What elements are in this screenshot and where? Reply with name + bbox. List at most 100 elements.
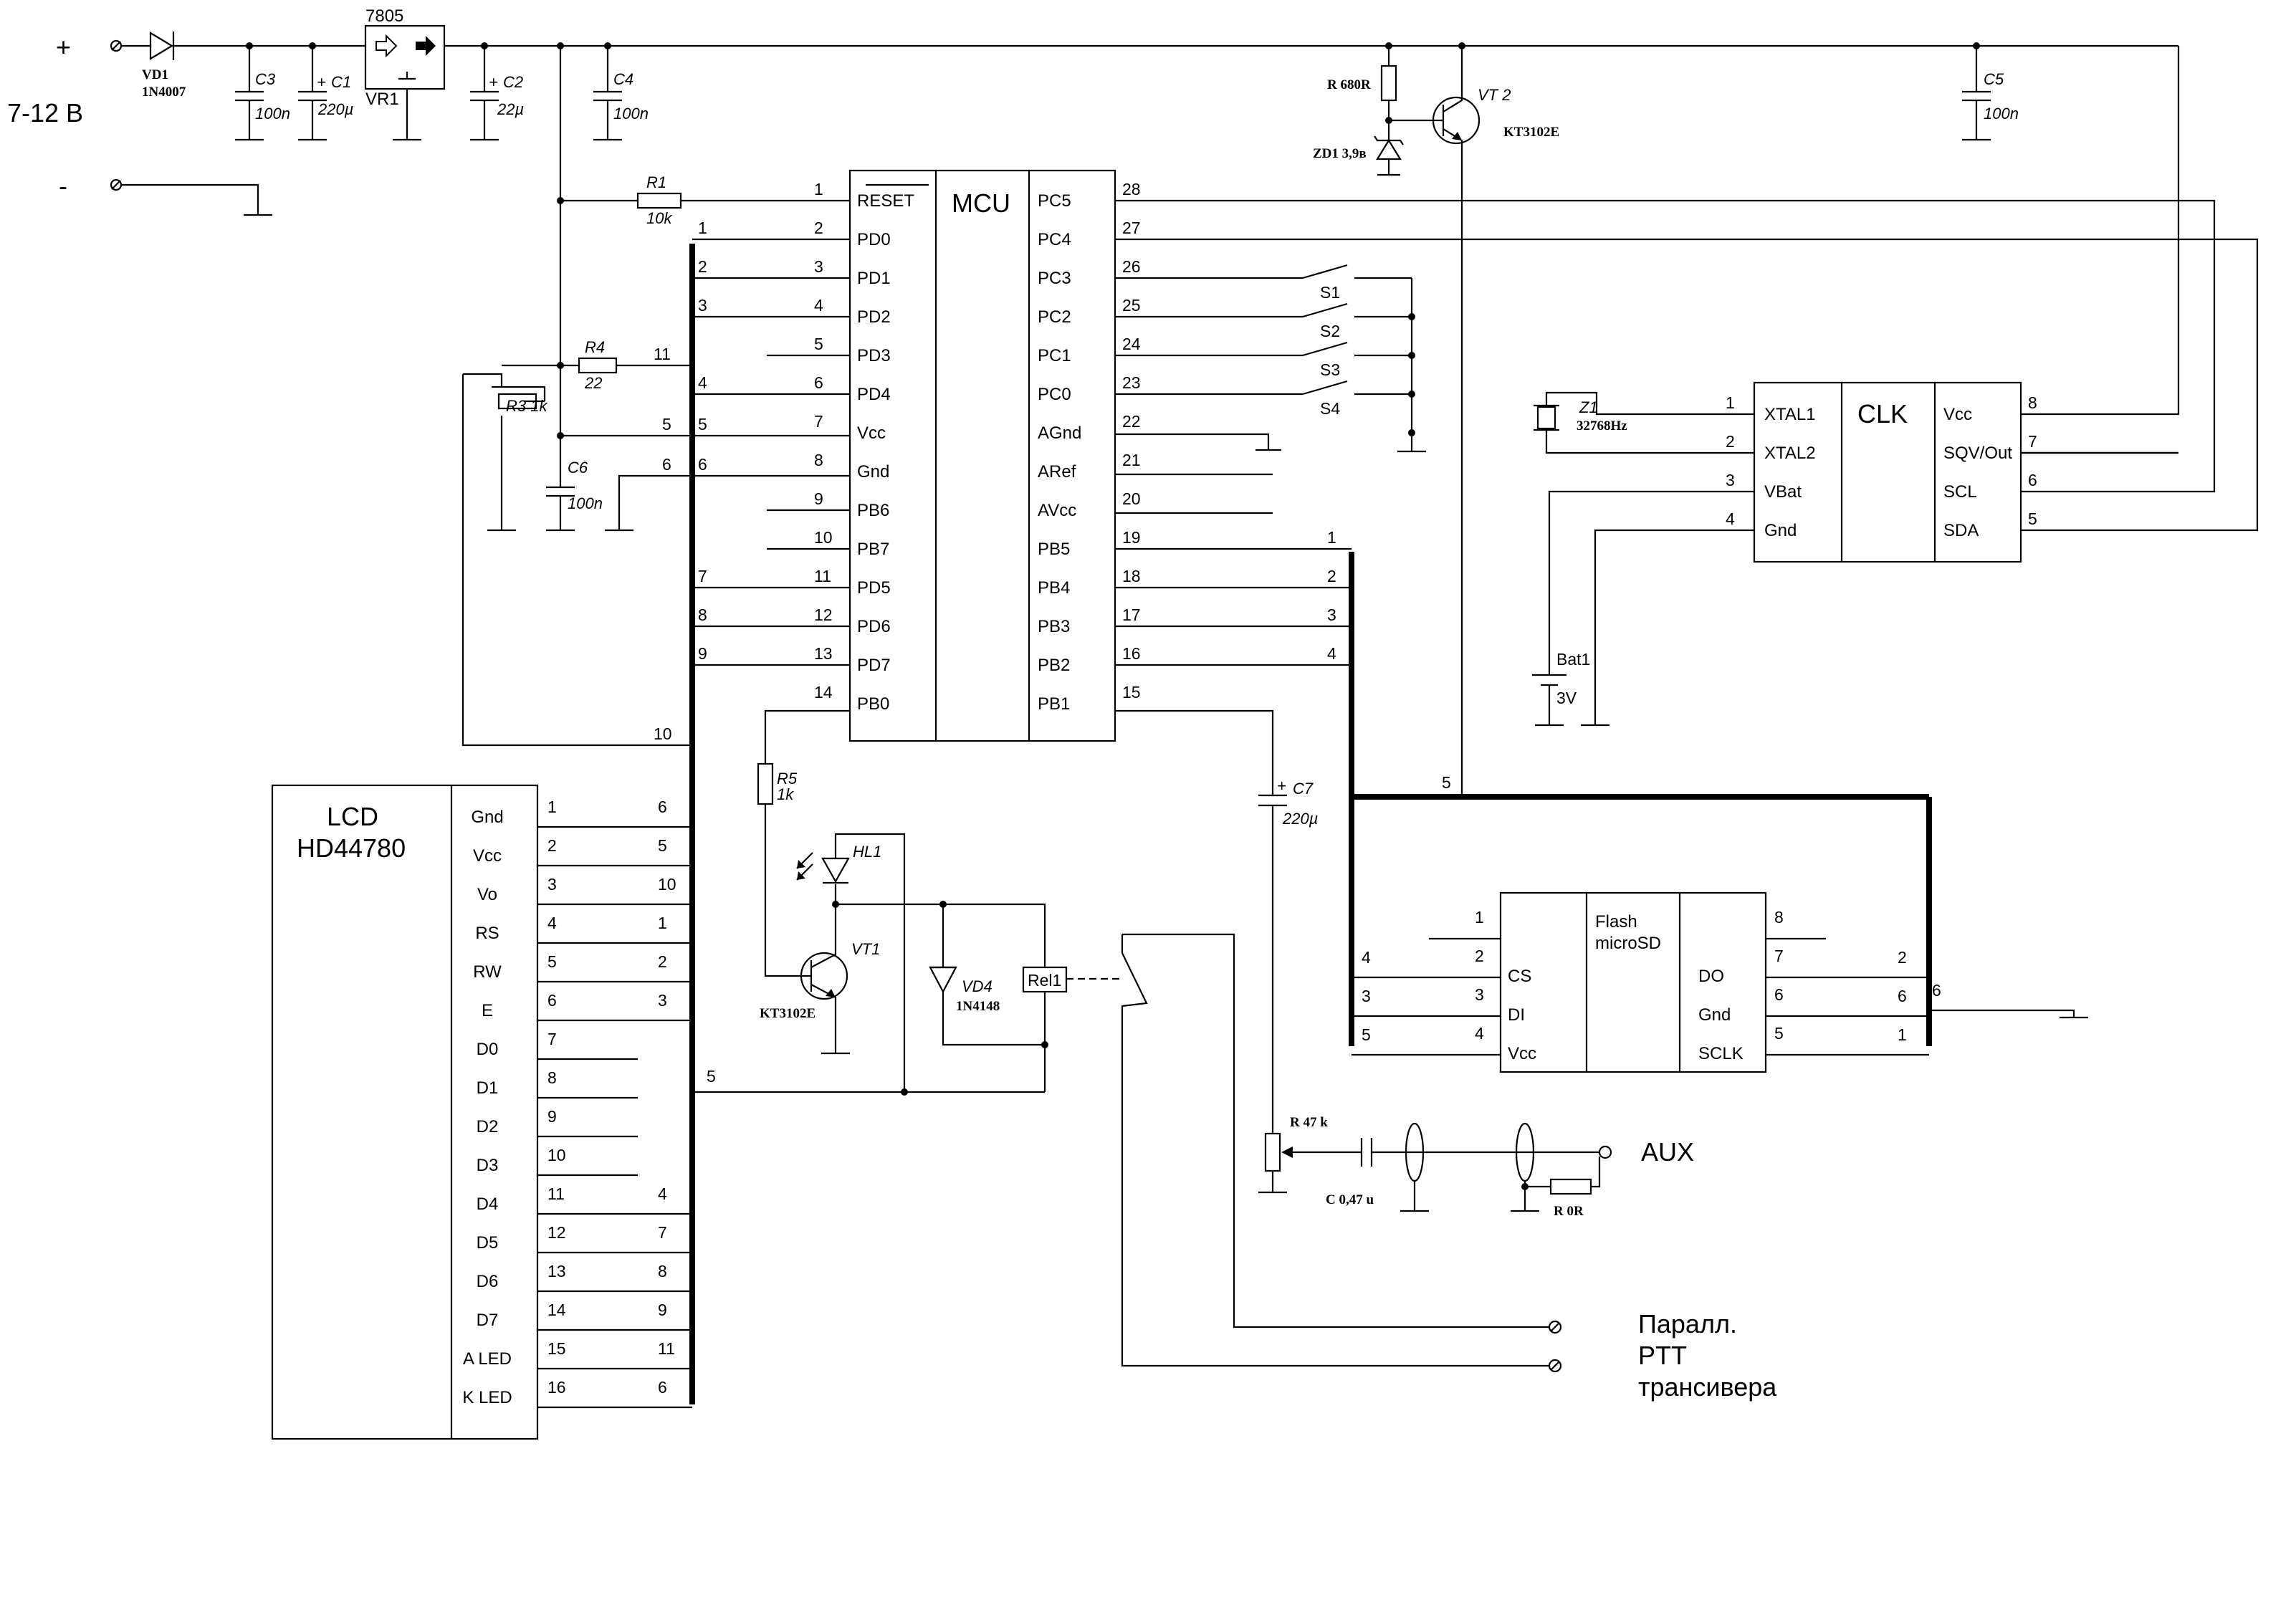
switch-label: S4 [1320, 399, 1340, 418]
flash-pin-name: SCLK [1698, 1044, 1743, 1063]
c7-value: 220µ [1282, 810, 1318, 828]
lcd-pin-num: 1 [547, 798, 557, 816]
vd1-value: 1N4007 [142, 85, 186, 100]
clk-pin-name: SQV/Out [1943, 444, 2012, 463]
mcu-pin-name: PC5 [1038, 191, 1071, 211]
mcu-pin-num: 22 [1122, 412, 1141, 431]
mcu-pin-name: PC3 [1038, 269, 1071, 288]
lcd-pin-num: 5 [547, 952, 557, 971]
lcd-pin-num: 8 [547, 1068, 557, 1087]
bus-left-label: 6 [662, 455, 671, 474]
c5-label: C5 [1984, 70, 2004, 88]
mcu-pin-num: 10 [814, 528, 833, 547]
mcu-pin-name: PC2 [1038, 307, 1071, 327]
lcd-bus-num: 11 [658, 1339, 675, 1358]
switch-label: S2 [1320, 322, 1340, 340]
clk-pin-num: 4 [1726, 509, 1735, 528]
lcd-pin-num: 15 [547, 1339, 566, 1358]
bus-left-label: 5 [698, 415, 707, 434]
voltage-label: 7-12 В [7, 98, 83, 128]
bus-right-label: 4 [1327, 644, 1336, 663]
mcu-pin-name: PD0 [857, 230, 891, 249]
clk-pin-name: XTAL1 [1764, 405, 1816, 424]
bus-right-label: 2 [1327, 567, 1336, 585]
c1-label: C1 [331, 73, 351, 91]
mcu-pin-name: PB3 [1038, 617, 1070, 636]
lcd-pin-name: D0 [477, 1040, 499, 1059]
lcd-module [271, 784, 539, 1440]
mcu-pin-num: 13 [814, 644, 833, 663]
switch-label: S3 [1320, 360, 1340, 379]
flash-pin-num: 7 [1774, 947, 1784, 965]
mcu-pins: 1RESET2PD03PD14PD25PD36PD47Vcc8Gnd9PB610… [814, 180, 1141, 714]
clk-pin-num: 6 [2028, 471, 2037, 489]
clk-pin-num: 2 [1726, 432, 1735, 451]
r4-label: R4 [585, 338, 605, 356]
mcu-pin-name: PC0 [1038, 385, 1071, 404]
lcd-pin-name: Gnd [471, 808, 503, 827]
mcu-pin-num: 26 [1122, 257, 1141, 276]
switch-label: S1 [1320, 283, 1340, 302]
lcd-pin-name: Vo [477, 885, 497, 904]
lcd-pin-num: 9 [547, 1107, 557, 1126]
flash-pin-num: 3 [1475, 985, 1484, 1004]
c6-label: C6 [568, 459, 588, 477]
flash-subtitle: microSD [1595, 934, 1661, 953]
c4-label: C4 [613, 70, 633, 88]
c2-label: C2 [503, 73, 523, 91]
flash-bus-num: 6 [1898, 987, 1907, 1005]
lcd-pin-num: 14 [547, 1301, 566, 1319]
vd1-label: VD1 [142, 67, 168, 82]
mcu-pin-num: 4 [814, 296, 823, 315]
r680-label: R 680R [1327, 77, 1371, 92]
mcu-pin-num: 18 [1122, 567, 1141, 585]
mcu-pin-num: 16 [1122, 644, 1141, 663]
clk-chip [1753, 381, 2022, 563]
flash-title: Flash [1595, 912, 1637, 932]
pot-r47k [1264, 1132, 1281, 1172]
c7-label: C7 [1293, 780, 1314, 798]
mcu-pin-num: 6 [814, 373, 823, 392]
bus-right-label: 3 [1327, 605, 1336, 624]
mcu-pin-name: PB5 [1038, 540, 1070, 559]
z1-label: Z1 [1579, 398, 1598, 416]
mcu-pin-num: 28 [1122, 180, 1141, 198]
lcd-pin-name: Vcc [473, 846, 502, 866]
c1-plus: + [317, 73, 326, 91]
c047-label: C 0,47 u [1326, 1192, 1374, 1207]
c4-value: 100n [613, 105, 649, 123]
clk-pin-name: SDA [1943, 521, 1979, 540]
lcd-pin-name: D4 [477, 1194, 499, 1214]
clk-pin-name: SCL [1943, 482, 1977, 502]
mcu-pin-name: ARef [1038, 462, 1076, 482]
mcu-pin-num: 9 [814, 489, 823, 508]
clk-pin-name: XTAL2 [1764, 444, 1816, 463]
mcu-pin-num: 21 [1122, 451, 1141, 469]
flash-pin-num: 8 [1774, 908, 1784, 927]
ptt-label-2: PTT [1638, 1341, 1687, 1370]
clk-pin-num: 8 [2028, 393, 2037, 412]
mcu-pin-name: PB0 [857, 694, 889, 714]
bus-left-label: 5 [662, 415, 671, 434]
lcd-pin-name: D7 [477, 1311, 499, 1330]
clk-pin-num: 1 [1726, 393, 1735, 412]
lcd-pin-name: A LED [463, 1349, 512, 1369]
lcd-pin-num: 2 [547, 836, 557, 855]
r1-label: R1 [646, 173, 666, 191]
mcu-pin-name: PD7 [857, 656, 891, 675]
c1-value: 220µ [317, 100, 353, 118]
lcd-bus-num: 2 [658, 952, 667, 971]
r47k-label: R 47 k [1290, 1115, 1328, 1130]
lcd-bus-num: 1 [658, 914, 667, 932]
aux-terminal [1598, 1145, 1612, 1159]
bus-left-label: 2 [698, 257, 707, 276]
minus-label: - [59, 171, 67, 201]
lcd-bus-num: 9 [658, 1301, 667, 1319]
bus-left-label: 10 [654, 724, 672, 743]
flash-bus-num: 5 [1362, 1025, 1371, 1044]
bus-left-label: 11 [654, 345, 671, 363]
flash-pin-num: 6 [1774, 985, 1784, 1004]
